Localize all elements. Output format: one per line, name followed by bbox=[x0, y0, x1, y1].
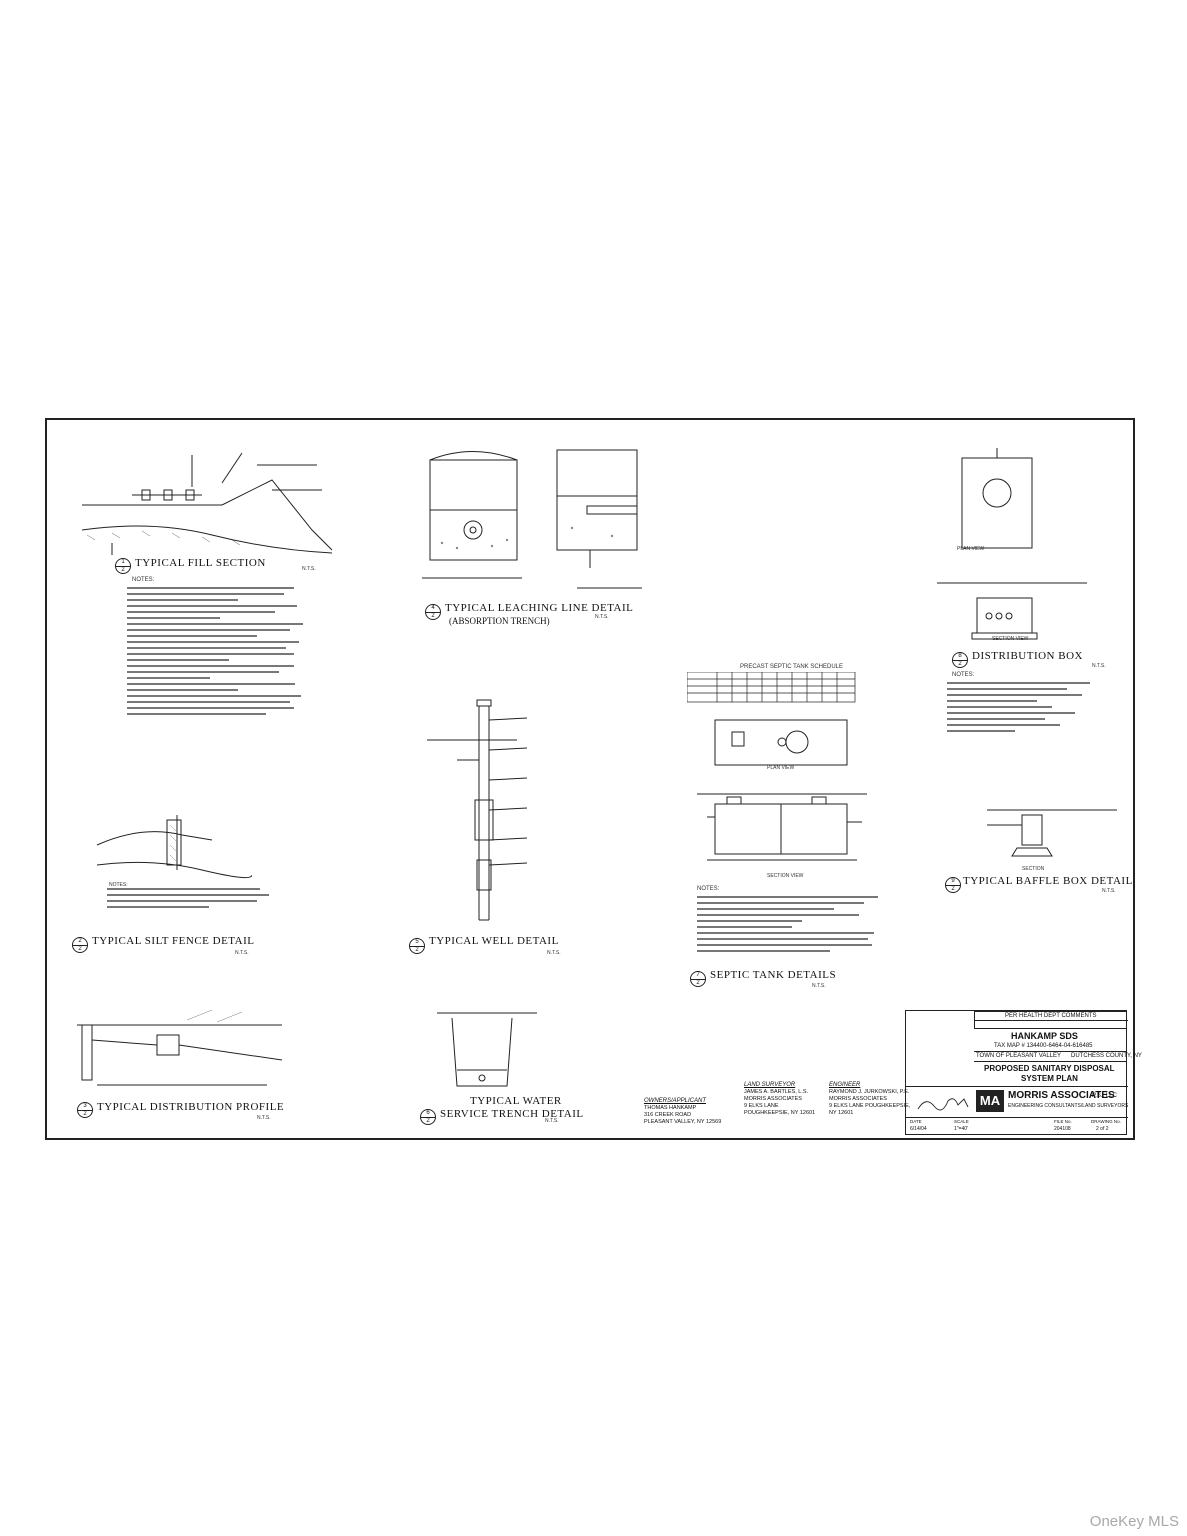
tax-map: TAX MAP # 134400-6464-04-616485 bbox=[994, 1043, 1093, 1049]
distribution-profile-drawing bbox=[77, 1009, 283, 1086]
silt-fence-scale: N.T.S. bbox=[235, 950, 249, 956]
leaching-line-title: TYPICAL LEACHING LINE DETAIL bbox=[445, 602, 634, 614]
fill-section-scale: N.T.S. bbox=[302, 566, 316, 572]
firm-suffix: P.S., LLC bbox=[1092, 1093, 1117, 1099]
septic-schedule-title: PRECAST SEPTIC TANK SCHEDULE bbox=[740, 664, 844, 670]
scale-label: SCALE bbox=[954, 1119, 969, 1124]
surveyor-block: LAND SURVEYOR JAMES A. BARTLES, L.S. MOR… bbox=[744, 1082, 816, 1116]
distribution-box-title: DISTRIBUTION BOX bbox=[972, 650, 1083, 662]
fill-section-drawing bbox=[81, 452, 333, 555]
engineer-block: ENGINEER RAYMOND J. JURKOWSKI, P.E. MORR… bbox=[829, 1082, 911, 1116]
septic-section-label: SECTION VIEW bbox=[767, 873, 804, 879]
silt-fence-notes-label: NOTES: bbox=[109, 882, 128, 888]
baffle-box-scale: N.T.S. bbox=[1102, 888, 1116, 894]
plan-title-2: SYSTEM PLAN bbox=[1021, 1074, 1078, 1083]
septic-plan-label: PLAN VIEW bbox=[767, 765, 795, 771]
well-scale: N.T.S. bbox=[547, 950, 561, 956]
septic-tank-scale: N.T.S. bbox=[812, 983, 826, 989]
fill-section-title: TYPICAL FILL SECTION bbox=[135, 557, 266, 569]
silt-fence-drawing bbox=[96, 815, 252, 879]
signature bbox=[917, 1098, 969, 1111]
baffle-box-drawing bbox=[987, 809, 1117, 857]
county: DUTCHESS COUNTY, NY bbox=[1071, 1053, 1142, 1059]
distribution-box-drawing bbox=[937, 448, 1087, 640]
distribution-profile-title: TYPICAL DISTRIBUTION PROFILE bbox=[97, 1101, 285, 1113]
leaching-line-subtitle: (ABSORPTION TRENCH) bbox=[449, 616, 550, 626]
fill-section-notes-label: NOTES: bbox=[132, 577, 155, 583]
drawing-no-value: 2 of 2 bbox=[1096, 1126, 1109, 1132]
water-service-trench-drawing bbox=[437, 1012, 537, 1087]
baffle-box-section-label: SECTION bbox=[1022, 866, 1045, 872]
baffle-box-title: TYPICAL BAFFLE BOX DETAIL bbox=[963, 875, 1133, 887]
silt-fence-title: TYPICAL SILT FENCE DETAIL bbox=[92, 935, 255, 947]
septic-notes-label: NOTES: bbox=[697, 886, 720, 892]
distribution-box-notes bbox=[947, 682, 1097, 736]
file-label: FILE No. bbox=[1054, 1119, 1072, 1124]
owner-block: OWNERS/APPLICANT THOMAS HANKAMP 316 CREE… bbox=[644, 1098, 722, 1125]
leaching-line-drawing bbox=[422, 449, 642, 589]
title-block: PER HEALTH DEPT COMMENTS HANKAMP SDS TAX… bbox=[905, 1010, 1142, 1135]
leaching-line-scale: N.T.S. bbox=[595, 614, 609, 620]
water-service-scale: N.T.S. bbox=[545, 1118, 559, 1124]
revision-table: PER HEALTH DEPT COMMENTS bbox=[974, 1011, 1128, 1029]
distribution-box-scale: N.T.S. bbox=[1092, 663, 1106, 669]
revision-header: PER HEALTH DEPT COMMENTS bbox=[1005, 1013, 1097, 1019]
date-value: 6/14/04 bbox=[910, 1126, 927, 1132]
town: TOWN OF PLEASANT VALLEY bbox=[976, 1053, 1062, 1059]
project-name: HANKAMP SDS bbox=[1011, 1031, 1078, 1041]
firm-logo: MA bbox=[976, 1090, 1004, 1112]
silt-fence-notes bbox=[107, 888, 277, 912]
distribution-box-notes-label: NOTES: bbox=[952, 672, 975, 678]
date-label: DATE bbox=[910, 1119, 922, 1124]
septic-tank-notes bbox=[697, 896, 887, 956]
well-drawing bbox=[427, 699, 528, 921]
file-no-value: 204108 bbox=[1054, 1126, 1071, 1132]
distribution-box-plan-label: PLAN VIEW bbox=[957, 546, 985, 552]
firm-subtitle: ENGINEERING CONSULTANTS/LAND SURVEYORS bbox=[1008, 1103, 1129, 1109]
firm-name: MORRIS ASSOCIATES bbox=[1008, 1090, 1115, 1101]
fill-section-notes bbox=[127, 587, 312, 719]
well-title: TYPICAL WELL DETAIL bbox=[429, 935, 559, 947]
drawing-label: DRAWING No. bbox=[1091, 1119, 1121, 1124]
septic-schedule-table bbox=[687, 672, 856, 703]
scale-value: 1"=40' bbox=[954, 1126, 968, 1132]
septic-tank-title: SEPTIC TANK DETAILS bbox=[710, 969, 837, 981]
plan-title-1: PROPOSED SANITARY DISPOSAL bbox=[984, 1064, 1115, 1073]
water-service-title-1: TYPICAL WATER bbox=[470, 1095, 562, 1107]
watermark: OneKey MLS bbox=[1089, 1513, 1179, 1530]
septic-tank-drawing bbox=[697, 719, 867, 861]
distribution-box-section-label: SECTION VIEW bbox=[992, 636, 1029, 642]
distribution-profile-scale: N.T.S. bbox=[257, 1115, 271, 1121]
water-service-title-2: SERVICE TRENCH DETAIL bbox=[440, 1108, 584, 1120]
